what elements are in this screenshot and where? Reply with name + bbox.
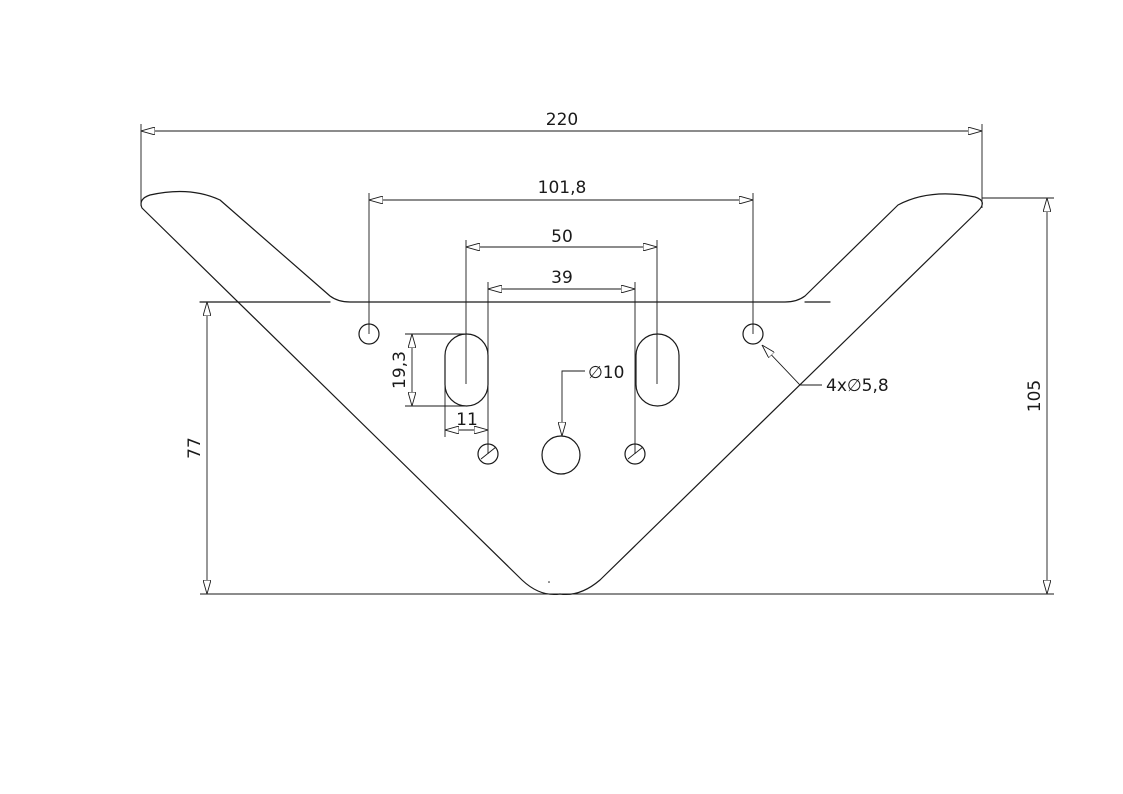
small-hole-right-mark xyxy=(627,446,644,460)
center-mark xyxy=(548,581,550,583)
dim-overall-width: 220 xyxy=(140,110,983,208)
dim-101-8-label: 101,8 xyxy=(538,178,587,198)
dim-4x-diameter-5-8-label: 4x∅5,8 xyxy=(826,376,889,396)
center-hole xyxy=(541,435,581,475)
dim-220-label: 220 xyxy=(546,110,578,130)
dim-77-label: 77 xyxy=(185,437,205,459)
dim-overall-height: 105 xyxy=(982,197,1054,594)
dim-slot-spacing: 50 xyxy=(465,227,658,384)
dim-50-label: 50 xyxy=(551,227,573,247)
dim-lower-height: 77 xyxy=(185,302,1054,595)
dim-105-label: 105 xyxy=(1025,380,1045,412)
slot-left xyxy=(444,333,489,407)
dim-slot-length: 19,3 xyxy=(390,333,466,407)
slot-right xyxy=(635,333,680,407)
dim-small-hole-spacing: 39 xyxy=(487,268,636,454)
holes xyxy=(358,323,764,583)
dim-39-label: 39 xyxy=(551,268,573,288)
dim-19-3-label: 19,3 xyxy=(390,351,410,389)
dim-slot-width: 11 xyxy=(444,370,488,437)
leader-center-hole: ∅10 xyxy=(562,363,624,436)
dim-diameter-10-label: ∅10 xyxy=(588,363,624,383)
small-hole-left-mark xyxy=(480,446,497,460)
leader-mount-holes: 4x∅5,8 xyxy=(762,345,889,396)
dim-outer-hole-spacing: 101,8 xyxy=(368,178,754,334)
dim-11-label: 11 xyxy=(456,410,478,430)
